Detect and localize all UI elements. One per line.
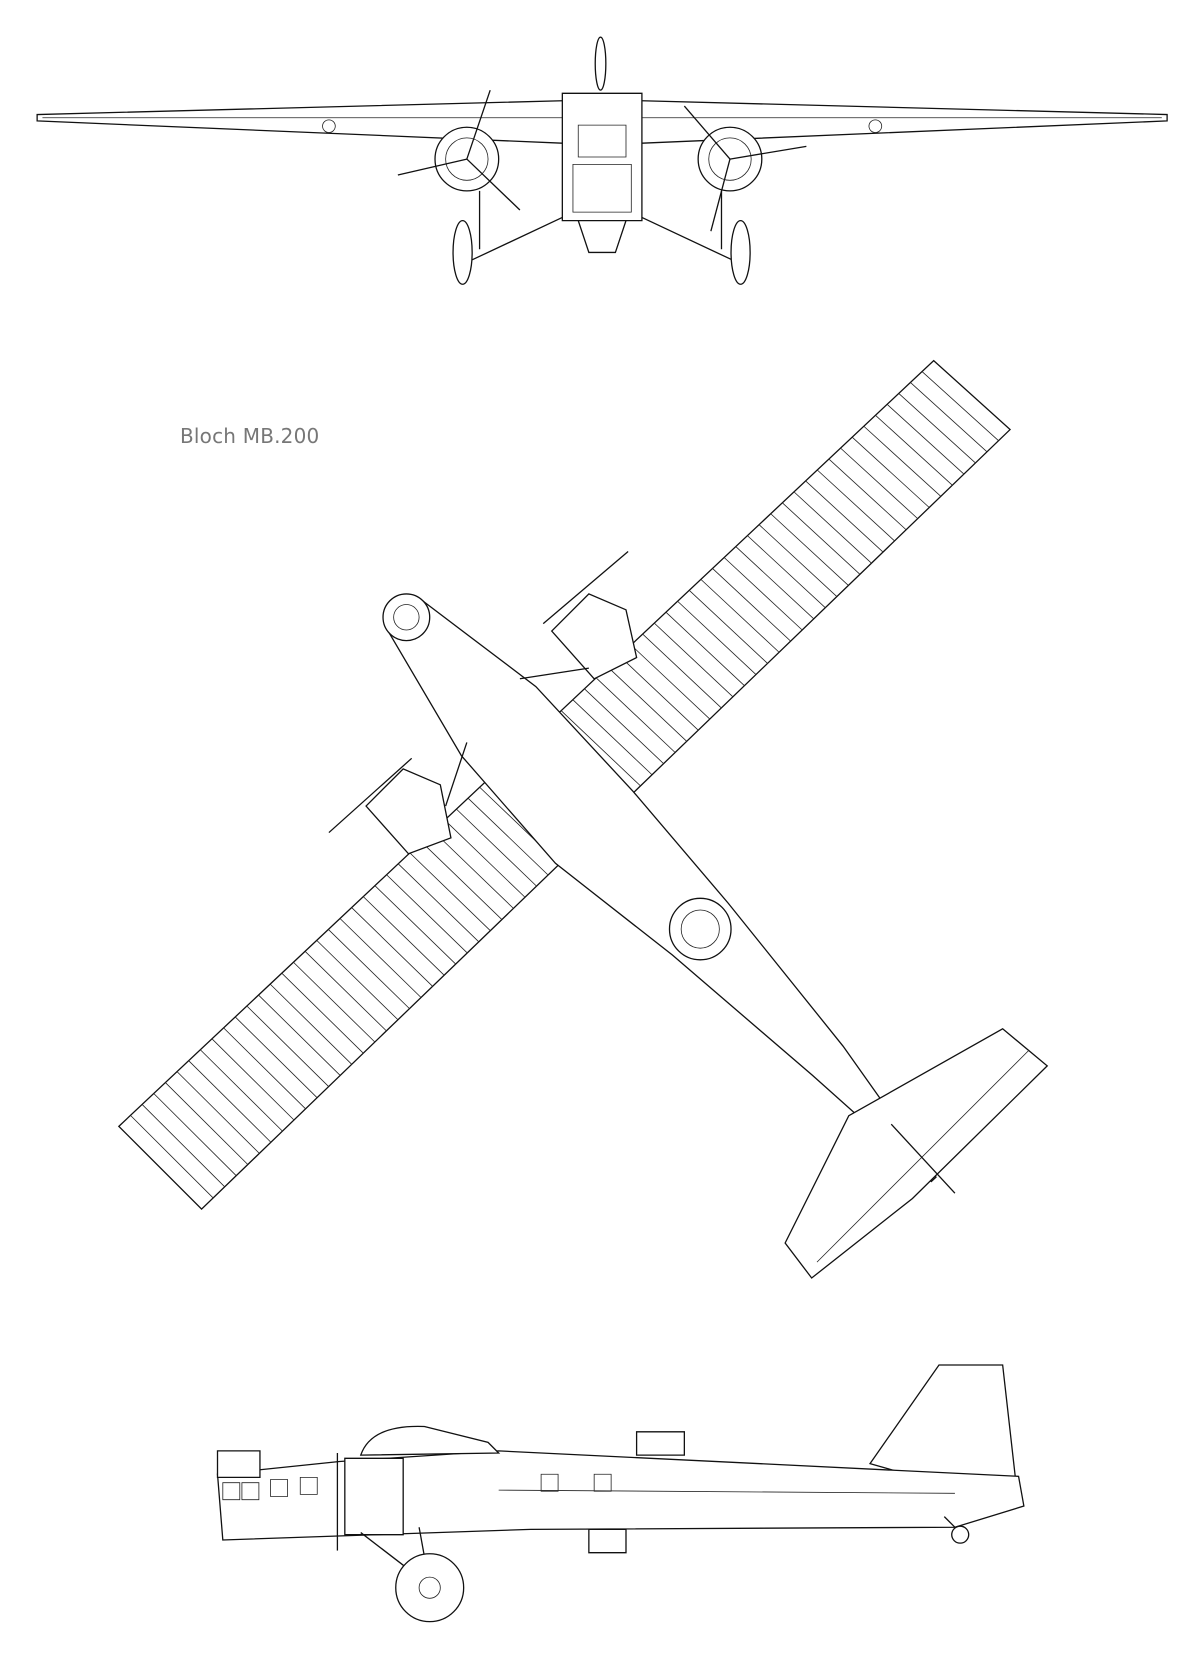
wing-rib: [445, 820, 525, 897]
nose-gun-position: [218, 1451, 260, 1478]
wing-rib: [177, 1072, 259, 1154]
top-right-engine-nacelle: [552, 594, 637, 679]
wing-rib: [259, 995, 341, 1075]
top-fuselage: [389, 601, 936, 1181]
wing-rib: [421, 842, 501, 920]
side-engine: [345, 1458, 403, 1534]
side-main-wheel: [396, 1554, 464, 1622]
side-windows: [223, 1474, 611, 1499]
front-right-wheel: [731, 221, 750, 285]
wing-rib: [293, 962, 374, 1042]
wing-rib: [643, 634, 722, 708]
wing-rib: [817, 470, 894, 541]
wing-rib: [782, 503, 860, 574]
wing-rib: [875, 415, 952, 485]
wing-rib: [142, 1104, 225, 1186]
side-window: [223, 1483, 240, 1500]
wing-rib: [899, 393, 976, 463]
wing-rib: [666, 612, 744, 685]
wing-rib: [852, 437, 929, 507]
wing-rib: [270, 984, 352, 1064]
ventral-gondola: [589, 1529, 626, 1552]
side-view: [218, 1365, 1024, 1622]
wing-rib: [584, 689, 663, 764]
wing-rib: [375, 886, 456, 964]
front-left-wheel: [453, 221, 472, 285]
wing-rib: [235, 1017, 317, 1098]
wing-rib: [154, 1094, 236, 1176]
wing-rib: [619, 656, 698, 730]
wing-rib: [317, 940, 398, 1019]
wing-rib: [747, 536, 825, 608]
wing-rib: [340, 918, 421, 997]
wing-rib: [771, 514, 849, 586]
wing-rib: [689, 590, 767, 663]
front-right-engine: [684, 106, 806, 231]
nose-gun: [595, 37, 606, 90]
side-window: [541, 1474, 558, 1491]
wing-rib: [212, 1039, 294, 1120]
wing-rib: [247, 1006, 329, 1087]
dorsal-turret-side: [637, 1432, 685, 1455]
wing-rib: [910, 382, 987, 451]
wing-rib: [736, 547, 814, 619]
wing-rib: [922, 372, 998, 441]
front-left-engine: [398, 90, 520, 210]
wing-ribs: [130, 372, 998, 1198]
wing-rib: [794, 492, 871, 563]
wing-rib: [282, 973, 363, 1053]
wing-rib: [352, 908, 433, 987]
wing-rib: [841, 448, 918, 519]
cockpit-canopy: [361, 1426, 499, 1455]
tail-wheel: [952, 1526, 969, 1543]
tail-plane: [785, 1029, 1047, 1278]
wing-rib: [189, 1061, 271, 1143]
side-window: [242, 1483, 259, 1500]
wing-rib: [724, 558, 802, 630]
wing-rib: [596, 678, 675, 753]
wing-rib: [200, 1050, 282, 1131]
wing-rib: [328, 929, 409, 1008]
top-view: [119, 361, 1047, 1278]
wing-rib: [468, 798, 548, 875]
wing-rib: [165, 1083, 247, 1165]
wing-rib: [608, 667, 687, 741]
wing-rib: [887, 404, 964, 474]
wing-rib: [829, 459, 906, 530]
wing-rib: [387, 875, 468, 953]
wing-rib: [864, 426, 941, 496]
top-left-engine-nacelle: [366, 769, 451, 854]
nose-turret: [383, 594, 430, 641]
wing-rib: [806, 481, 883, 552]
wing-rib: [398, 864, 479, 942]
dorsal-turret: [669, 898, 731, 960]
wing-rib: [410, 853, 490, 931]
wing-rib: [561, 711, 640, 786]
wing-rib: [305, 951, 386, 1031]
wing-rib: [701, 579, 779, 652]
side-window: [300, 1477, 317, 1494]
wing-rib: [363, 897, 444, 976]
wing-rib: [456, 809, 536, 886]
front-view: [37, 37, 1167, 284]
wing-rib: [654, 623, 733, 697]
wing-rib: [631, 645, 710, 719]
drawing-title: Bloch MB.200: [180, 424, 320, 448]
side-window: [271, 1480, 288, 1497]
wing-rib: [224, 1028, 306, 1109]
wing-rib: [433, 831, 513, 908]
wing-rib: [678, 601, 756, 674]
wing-rib: [573, 700, 652, 775]
wing-rib: [130, 1115, 213, 1198]
wing-rib: [713, 568, 791, 641]
wing-rib: [759, 525, 837, 597]
